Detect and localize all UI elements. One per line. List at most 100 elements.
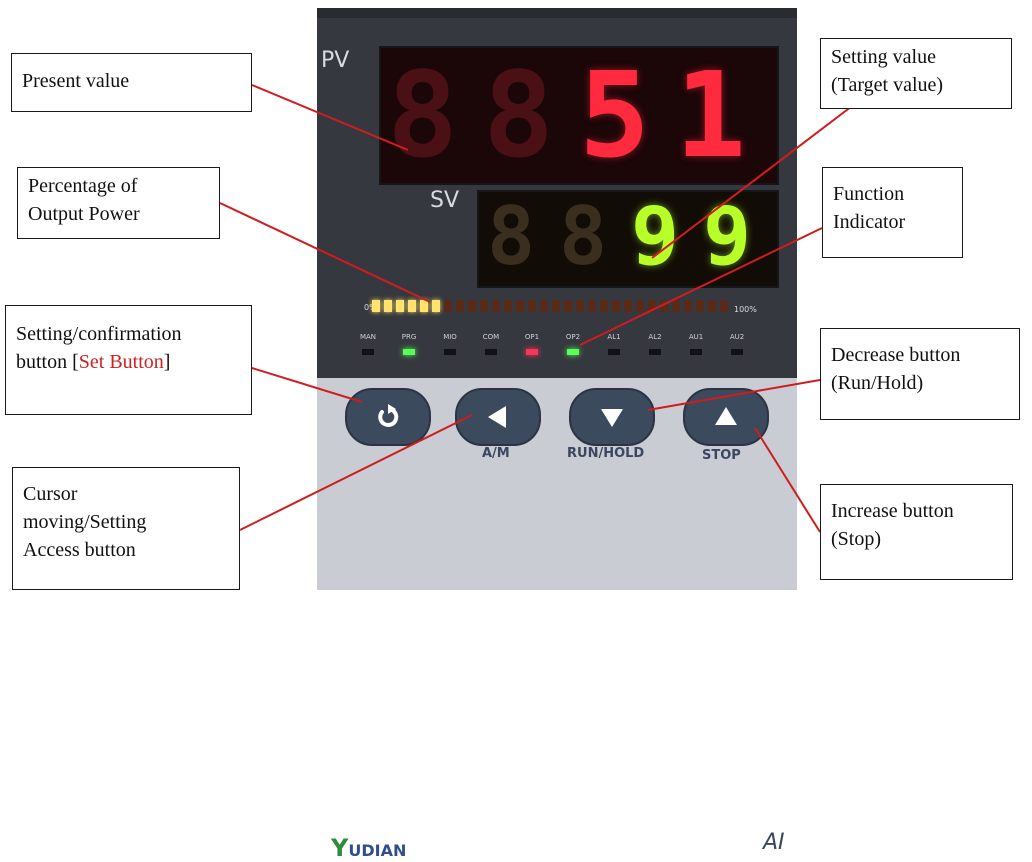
model-label: AI	[763, 830, 785, 855]
callout-set-button: Setting/confirmation button [Set Button]	[5, 305, 252, 415]
bargraph-segment	[420, 300, 428, 312]
brand-logo: YUDIAN	[331, 834, 406, 862]
pv-digit-4: 1	[675, 46, 747, 184]
bargraph-segment	[720, 300, 728, 312]
bargraph-segment	[456, 300, 464, 312]
bargraph-segment	[528, 300, 536, 312]
bargraph-segment	[600, 300, 608, 312]
bargraph-segment	[468, 300, 476, 312]
triangle-up-icon	[715, 407, 737, 425]
bargraph-segment	[492, 300, 500, 312]
callout-output-power-line2: Output Power	[28, 203, 140, 225]
am-caption: A/M	[482, 446, 510, 461]
bargraph-segment	[564, 300, 572, 312]
leader-lines	[219, 84, 861, 533]
bargraph-segment	[504, 300, 512, 312]
indicator-led-al1	[608, 349, 620, 355]
bargraph-segment	[372, 300, 380, 312]
increase-stop-button[interactable]	[683, 388, 769, 446]
bargraph-segment	[588, 300, 596, 312]
brand-name: UDIAN	[348, 841, 407, 860]
bargraph-segment	[444, 300, 452, 312]
leader-present-value	[251, 84, 409, 151]
bargraph-segment	[432, 300, 440, 312]
indicator-led-man	[362, 349, 374, 355]
callout-increase-line2: (Stop)	[831, 528, 881, 550]
leader-function-indicator	[579, 227, 823, 346]
indicator-label-com: COM	[482, 333, 500, 341]
bargraph-segment	[696, 300, 704, 312]
bargraph-segment	[684, 300, 692, 312]
indicator-led-op2	[567, 349, 579, 355]
bargraph-segment	[576, 300, 584, 312]
bargraph-segment	[672, 300, 680, 312]
decrease-run-hold-button[interactable]	[569, 388, 655, 446]
bargraph-segment	[648, 300, 656, 312]
indicator-led-mio	[444, 349, 456, 355]
callout-cursor-line1: Cursor	[23, 483, 78, 505]
pv-digit-3: 5	[579, 46, 651, 184]
indicator-label-au1: AU1	[688, 333, 704, 341]
bargraph-segment	[396, 300, 404, 312]
callout-set-button-red: Set Button	[78, 351, 164, 373]
callout-present-value-text: Present value	[22, 70, 130, 92]
set-button[interactable]	[345, 388, 431, 446]
callout-decrease-line1: Decrease button	[831, 344, 961, 366]
indicator-led-al2	[649, 349, 661, 355]
indicator-label-op1: OP1	[524, 333, 540, 341]
leader-setting-value	[651, 99, 861, 259]
bargraph-min-label: 0%	[364, 303, 377, 312]
callout-present-value: Present value	[11, 53, 252, 112]
callout-set-button-prefix: button [	[16, 351, 79, 373]
sv-digit-2: 8	[559, 190, 608, 283]
triangle-left-icon	[488, 406, 506, 428]
rotate-icon	[378, 404, 399, 427]
indicator-led-com	[485, 349, 497, 355]
bargraph-segment	[708, 300, 716, 312]
brand-initial: Y	[331, 834, 349, 862]
output-power-bargraph	[372, 300, 732, 314]
callout-cursor-button: Cursor moving/Setting Access button	[12, 467, 240, 590]
bargraph-segment	[480, 300, 488, 312]
bargraph-max-label: 100%	[734, 305, 757, 314]
bargraph-segment	[384, 300, 392, 312]
leader-increase-button	[754, 427, 821, 533]
sv-digit-1: 8	[487, 190, 536, 283]
bargraph-segment	[612, 300, 620, 312]
callout-function-indicator: Function Indicator	[822, 167, 963, 258]
bargraph-segment	[636, 300, 644, 312]
bargraph-segment	[624, 300, 632, 312]
callout-set-button-line1: Setting/confirmation	[16, 323, 182, 345]
leader-set-button	[251, 367, 363, 403]
sv-digit-3: 9	[631, 190, 680, 283]
leader-cursor-button	[239, 414, 473, 531]
bargraph-segment	[540, 300, 548, 312]
indicator-label-al2: AL2	[648, 333, 662, 341]
bargraph-segment	[516, 300, 524, 312]
callout-setting-value-line1: Setting value	[831, 46, 936, 68]
indicator-label-man: MAN	[359, 333, 377, 341]
callout-output-power: Percentage of Output Power	[17, 167, 220, 239]
bargraph-segment	[660, 300, 668, 312]
top-bezel	[317, 8, 797, 18]
indicator-label-au2: AU2	[729, 333, 745, 341]
indicator-label-prg: PRG	[401, 333, 417, 341]
sv-label: SV	[430, 188, 460, 213]
bargraph-segment	[552, 300, 560, 312]
stop-caption: STOP	[702, 448, 741, 463]
indicator-led-au1	[690, 349, 702, 355]
callout-cursor-line3: Access button	[23, 539, 136, 561]
pv-display: 8 8 5 1	[379, 46, 779, 185]
callout-decrease-button: Decrease button (Run/Hold)	[820, 328, 1020, 420]
callout-function-indicator-line1: Function	[833, 183, 905, 205]
indicator-led-op1	[526, 349, 538, 355]
sv-digit-4: 9	[703, 190, 752, 283]
run-hold-caption: RUN/HOLD	[567, 446, 645, 461]
callout-cursor-line2: moving/Setting	[23, 511, 147, 533]
bargraph-segment	[408, 300, 416, 312]
triangle-down-icon	[601, 409, 623, 427]
callout-increase-button: Increase button (Stop)	[820, 484, 1013, 580]
pv-digit-2: 8	[483, 46, 555, 184]
indicator-led-prg	[403, 349, 415, 355]
callout-increase-line1: Increase button	[831, 500, 954, 522]
